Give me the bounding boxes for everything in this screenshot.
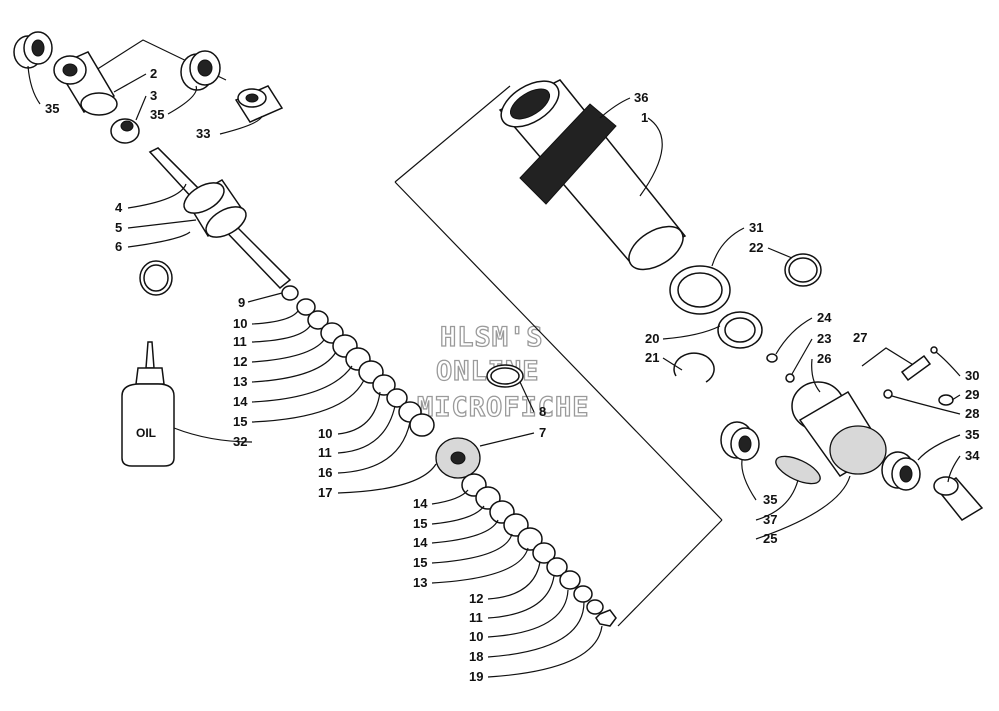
callout-lbl-11-a: 11	[233, 334, 247, 349]
sleeve-34	[933, 476, 984, 521]
shock-body-1	[498, 79, 687, 271]
bumper-3	[110, 118, 140, 144]
callout-lbl-25: 25	[763, 531, 777, 546]
callout-lbl-26: 26	[817, 351, 831, 366]
callout-lbl-15-a: 15	[233, 414, 247, 429]
decal-36	[519, 103, 617, 205]
callout-lbl-11-c: 11	[469, 610, 483, 625]
washer-37	[775, 455, 821, 485]
callout-lbl-35-d: 35	[763, 492, 777, 507]
callout-lbl-14-a: 14	[233, 394, 248, 409]
callout-lbl-10-b: 10	[318, 426, 332, 441]
callout-lbl-12-b: 12	[469, 591, 483, 606]
callout-lbl-4: 4	[115, 200, 123, 215]
callout-lbl-13-a: 13	[233, 374, 247, 389]
callout-lbl-24: 24	[817, 310, 832, 325]
o-ring-6	[139, 260, 173, 296]
callout-lbl-18: 18	[469, 649, 483, 664]
callout-lbl-8: 8	[539, 404, 546, 419]
callout-lbl-19: 19	[469, 669, 483, 684]
callout-lbl-3: 3	[150, 88, 157, 103]
callout-lbl-13-b: 13	[413, 575, 427, 590]
callout-lbl-27: 27	[853, 330, 867, 345]
callout-lbl-14-b: 14	[413, 496, 428, 511]
eye-spacer-2	[53, 51, 118, 116]
o-ring-22	[784, 253, 822, 287]
callout-lbl-5: 5	[115, 220, 122, 235]
small-o-ring-24	[766, 353, 778, 363]
callout-lbl-28: 28	[965, 406, 979, 421]
callout-lbl-33: 33	[196, 126, 210, 141]
oil-bottle-label: OIL	[136, 426, 156, 440]
callout-lbl-2: 2	[150, 66, 157, 81]
callout-lbl-22: 22	[749, 240, 763, 255]
callout-lbl-9: 9	[238, 295, 245, 310]
reservoir-cap-25	[791, 381, 887, 477]
watermark-line-3: MICROFICHE	[417, 392, 590, 423]
callout-lbl-11-b: 11	[318, 445, 332, 460]
callout-lbl-17: 17	[318, 485, 332, 500]
callout-lbl-23: 23	[817, 331, 831, 346]
callout-lbl-1: 1	[641, 110, 648, 125]
callout-lbl-34: 34	[965, 448, 980, 463]
callout-lbl-32: 32	[233, 434, 247, 449]
callout-lbl-31: 31	[749, 220, 763, 235]
callout-lbl-35-a: 35	[45, 101, 59, 116]
callout-lbl-6: 6	[115, 239, 122, 254]
nut-19	[595, 609, 617, 627]
bushing-35-lower-right	[881, 451, 921, 491]
oil-bottle-32: OIL	[121, 341, 175, 467]
bushing-35-right	[180, 50, 221, 91]
piston-ring-8	[486, 364, 524, 388]
callout-lbl-12-a: 12	[233, 354, 247, 369]
ball-23	[785, 373, 795, 383]
callout-lbl-16: 16	[318, 465, 332, 480]
callout-lbl-30: 30	[965, 368, 979, 383]
adjuster-ring-20	[717, 311, 763, 349]
callout-lbl-15-b: 15	[413, 516, 427, 531]
valve-27	[883, 346, 954, 406]
callout-lbl-35-b: 35	[150, 107, 164, 122]
leader-lines	[27, 65, 961, 678]
callout-lbl-14-c: 14	[413, 535, 428, 550]
callout-lbl-7: 7	[539, 425, 546, 440]
spring-seat-31	[669, 265, 731, 315]
snap-ring-21	[673, 352, 715, 383]
piston-7	[435, 437, 481, 479]
callout-lbl-35-c: 35	[965, 427, 979, 442]
callout-lbl-20: 20	[645, 331, 659, 346]
shim-stack-upper	[281, 285, 435, 437]
bushing-35-lower-left	[720, 421, 760, 461]
callout-lbl-37: 37	[763, 512, 777, 527]
bushing-35-left	[13, 31, 53, 69]
seal-head-5	[183, 179, 247, 238]
callout-lbl-21: 21	[645, 350, 659, 365]
callout-lbl-10-c: 10	[469, 629, 483, 644]
callout-lbl-15-c: 15	[413, 555, 427, 570]
watermark-line-1: HLSM'S	[440, 322, 544, 353]
callout-lbl-29: 29	[965, 387, 979, 402]
callout-lbl-36: 36	[634, 90, 648, 105]
shim-stack-lower	[461, 473, 617, 627]
callout-lbl-10-a: 10	[233, 316, 247, 331]
sleeve-33	[234, 85, 284, 123]
